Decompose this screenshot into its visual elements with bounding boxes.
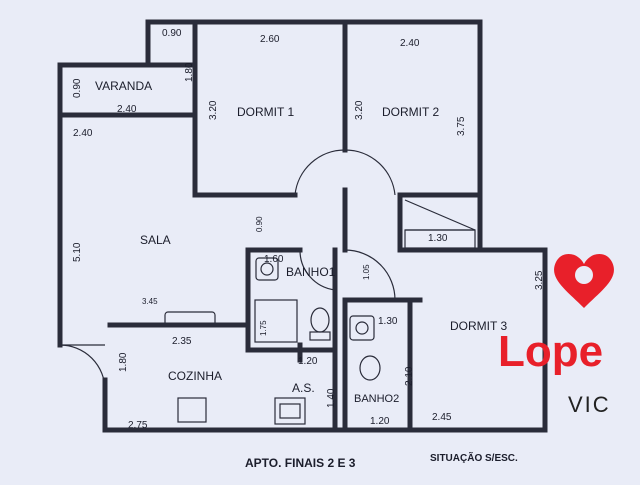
room-as: A.S.	[292, 381, 315, 395]
room-dormit1: DORMIT 1	[237, 105, 294, 119]
dim-banho2-top: 1.30	[378, 316, 398, 327]
sink-basin-banho1	[260, 262, 274, 276]
dim-varanda-gap: 1.80	[184, 62, 195, 82]
dim-dormit3-height: 3.25	[534, 270, 545, 290]
dim-varanda-width: 2.40	[117, 104, 137, 115]
door-swing-entry	[59, 344, 106, 391]
dim-dormit2-height: 3.75	[456, 116, 467, 136]
details	[59, 149, 476, 425]
dim-cozinha-width: 2.75	[128, 420, 148, 431]
shower-banho1	[254, 299, 298, 343]
door-swing-dormit3	[344, 249, 396, 301]
dim-dormit1-height: 3.20	[208, 100, 219, 120]
kitchen-sink	[177, 397, 207, 423]
dim-hall: 0.90	[255, 216, 264, 232]
dim-banho1-width: 1.60	[264, 254, 284, 265]
dim-sala-height: 5.10	[72, 242, 83, 262]
dim-banho1-height: 1.75	[259, 320, 268, 336]
dim-banho2-height: 2.10	[404, 366, 415, 386]
dim-as-height: 1.40	[326, 388, 337, 408]
room-dormit3: DORMIT 3	[450, 319, 507, 333]
sink-basin-banho2	[355, 321, 369, 335]
toilet-banho2	[359, 355, 381, 381]
sink-banho1	[255, 257, 279, 281]
room-varanda: VARANDA	[95, 79, 152, 93]
door-swing-dormit2	[344, 149, 396, 196]
room-dormit2: DORMIT 2	[382, 105, 439, 119]
dim-dormit2-width: 2.40	[400, 38, 420, 49]
dim-varanda-left: 0.90	[72, 78, 83, 98]
kitchen-counter	[164, 311, 216, 327]
room-sala: SALA	[140, 233, 171, 247]
scale-note: SITUAÇÃO S/ESC.	[430, 451, 518, 464]
dim-top-left: 0.90	[162, 28, 182, 39]
dim-cozinha-top: 2.35	[172, 336, 192, 347]
dim-closet: 1.30	[428, 233, 448, 244]
door-swing-dormit1	[294, 149, 346, 196]
door-swing-banho1	[299, 249, 336, 291]
room-banho1: BANHO1	[286, 265, 336, 279]
dim-as-width: 1.20	[298, 356, 318, 367]
laundry-basin	[279, 403, 301, 419]
closet-diagonal	[404, 199, 476, 231]
dim-banho1-small: 1.05	[362, 264, 371, 280]
dim-dormit1-width: 2.60	[260, 34, 280, 45]
dim-banho2-width: 1.20	[370, 416, 390, 427]
room-banho2: BANHO2	[354, 393, 399, 405]
toilet-tank-banho1	[309, 331, 331, 341]
logo-brand: Lope	[498, 327, 603, 376]
dim-cozinha-height: 1.80	[118, 352, 129, 372]
dim-sala-lower: 3.45	[142, 297, 158, 306]
sink-banho2	[349, 315, 375, 341]
closet-box	[404, 229, 476, 249]
room-cozinha: COZINHA	[168, 369, 222, 383]
dim-dormit2-left: 3.20	[354, 100, 365, 120]
laundry-tank	[274, 397, 306, 425]
logo-sub: VIC	[568, 392, 611, 417]
walls	[57, 19, 548, 433]
heart-center-icon	[575, 266, 593, 284]
dim-dormit3-width: 2.45	[432, 412, 452, 423]
brand-logo: Lope VIC	[498, 253, 614, 417]
dim-sala-width: 2.40	[73, 128, 93, 139]
plan-caption: APTO. FINAIS 2 E 3	[245, 456, 356, 470]
